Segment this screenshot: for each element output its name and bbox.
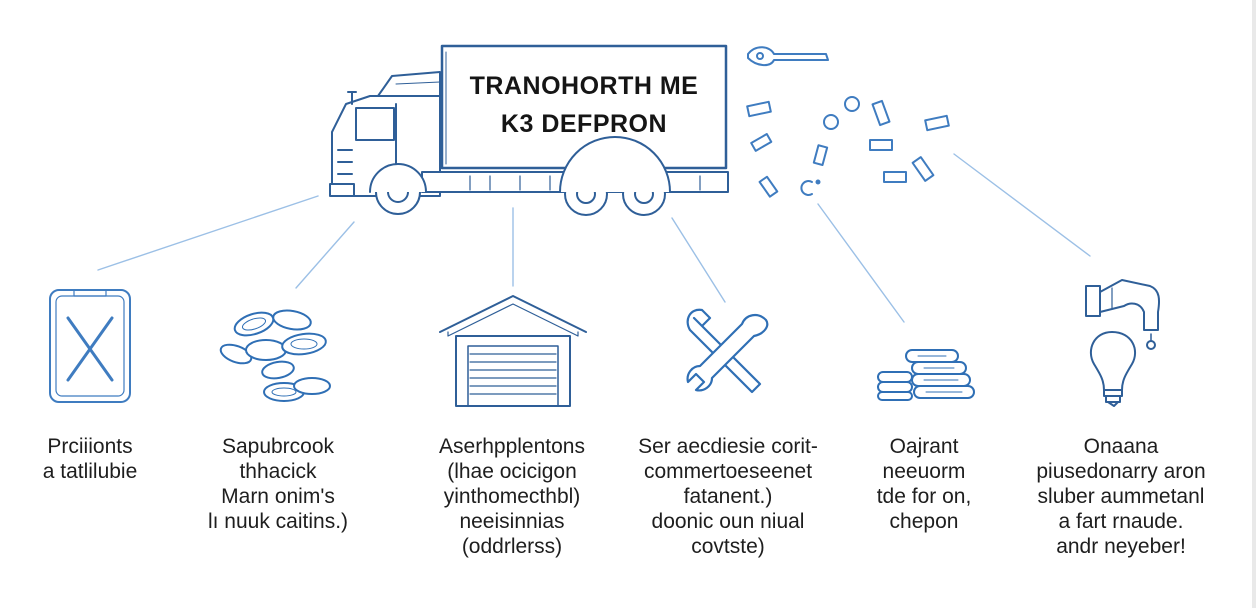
- caption-line: lı nuuk caitins.): [207, 510, 349, 533]
- connector-stack: [817, 203, 905, 323]
- caption-coin-stack: Oajrant neeuorm tde for on, chepon: [862, 434, 986, 534]
- garage-icon: [439, 295, 587, 407]
- caption-line: neeuorm: [882, 460, 966, 483]
- caption-line: Onaana: [1083, 435, 1159, 458]
- truck-wheels: [369, 136, 671, 216]
- connector-coins: [295, 221, 355, 289]
- caption-line: thhacick: [239, 460, 317, 483]
- caption-line: a tatlilubie: [42, 460, 138, 483]
- caption-line: piusedonarry aron: [1036, 460, 1206, 483]
- caption-line: Ser aecdiesie corit-: [638, 435, 818, 458]
- caption-line: sluber aummetanl: [1037, 485, 1205, 508]
- caption-line: commertoeseenet: [643, 460, 813, 483]
- caption-line: a fart rnaude.: [1058, 510, 1184, 533]
- caption-line: tde for on,: [876, 485, 972, 508]
- faucet-lightbulb-icon: [1085, 279, 1160, 407]
- connector-faucet: [953, 153, 1091, 257]
- caption-line: Aserhpplentons: [439, 435, 585, 458]
- caption-line: neeisinnias: [459, 510, 565, 533]
- caption-fuel: Prciiionts a tatlilubie: [40, 434, 140, 484]
- caption-garage: Aserhpplentons (lhae ocicigon yinthomect…: [412, 434, 612, 559]
- caption-line: doonic oun niual: [651, 510, 805, 533]
- coin-pile-icon: [219, 309, 331, 402]
- connector-lines: [97, 153, 1091, 323]
- connector-tools: [671, 217, 726, 303]
- connector-fuel: [97, 195, 319, 271]
- caption-line: fatanent.): [683, 485, 773, 508]
- caption-line: andr neyeber!: [1056, 535, 1186, 558]
- caption-line: (oddrlerss): [461, 535, 563, 558]
- caption-line: (lhae ocicigon: [447, 460, 577, 483]
- truck-icon: [329, 44, 729, 216]
- caption-line: chepon: [889, 510, 959, 533]
- caption-line: Marn onim's: [221, 485, 335, 508]
- caption-faucet: Onaana piusedonarry aron sluber aummetan…: [1020, 434, 1222, 559]
- caption-line: Oajrant: [889, 435, 959, 458]
- caption-tools: Ser aecdiesie corit- commertoeseenet fat…: [628, 434, 828, 559]
- caption-coin-pile: Sapubrcook thhacick Marn onim's lı nuuk …: [190, 434, 366, 534]
- coin-stack-icon: [877, 349, 975, 401]
- truck-sign-line-1: TRANOHORTH ME: [469, 72, 699, 100]
- caption-line: Sapubrcook: [221, 435, 335, 458]
- caption-line: covtste): [691, 535, 765, 558]
- wrench-screwdriver-icon: [686, 308, 769, 394]
- caption-line: Prciiionts: [47, 435, 133, 458]
- flying-parts-icon: [746, 46, 950, 198]
- right-edge-border: [1252, 0, 1256, 608]
- truck-sign-line-2: K3 DEFPRON: [500, 110, 668, 138]
- fuel-can-icon: [49, 289, 131, 403]
- caption-line: yinthomecthbl): [443, 485, 581, 508]
